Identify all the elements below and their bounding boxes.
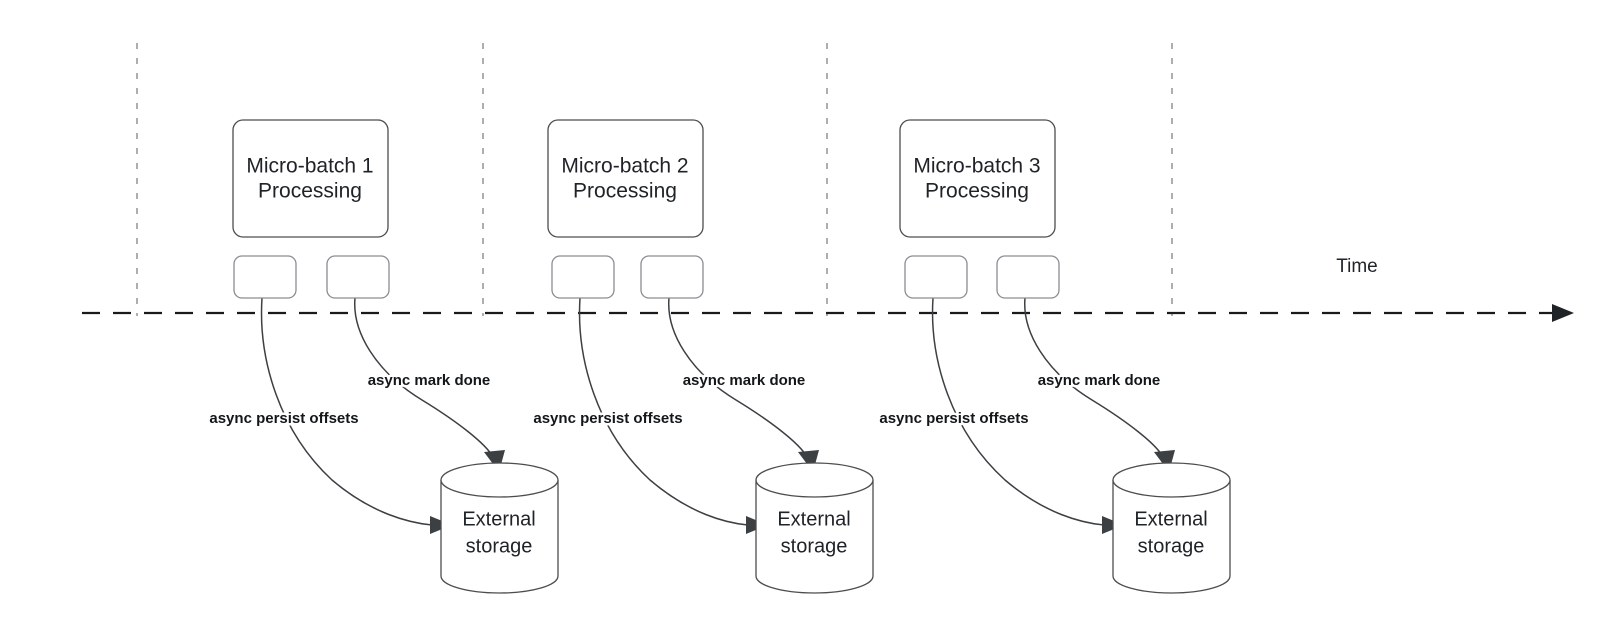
external-storage-1-label-line1: External [462,508,535,530]
external-storage-3[interactable]: External storage [1112,462,1231,594]
micro-batch-1-label-line2: Processing [258,180,362,203]
micro-batch-3-task-b[interactable] [996,255,1060,299]
micro-batch-2-label-line1: Micro-batch 2 [561,155,688,178]
micro-batch-1-task-b[interactable] [326,255,390,299]
persist-edge-3 [931,297,1105,526]
external-storage-3-top [1112,462,1231,498]
persist-edge-1 [260,297,433,526]
tick-divider-group [136,43,1173,316]
external-storage-2-label-line1: External [777,508,850,530]
micro-batch-1-box[interactable] [232,119,389,238]
micro-batch-3-label-line2: Processing [925,180,1029,203]
persist-edge-2 [578,297,749,526]
micro-batch-2-task-a[interactable] [551,255,615,299]
micro-batch-2-box[interactable] [547,119,704,238]
external-storage-2[interactable]: External storage [755,462,874,594]
external-storage-3-body [1112,480,1231,594]
micro-batch-1-task-a[interactable] [233,255,297,299]
micro-batch-2-group: Micro-batch 2 Processing External storag… [531,119,874,594]
time-axis-label: Time [1336,256,1378,277]
external-storage-3-label-line2: storage [1138,535,1205,557]
micro-batch-3-label-line1: Micro-batch 3 [913,155,1040,178]
time-arrowhead [1552,304,1574,322]
mark-edge-3 [1024,297,1164,458]
micro-batch-3-mark-label: async mark done [1038,372,1161,389]
micro-batch-2-label-line2: Processing [573,180,677,203]
external-storage-2-top [755,462,874,498]
external-storage-1-label-line2: storage [466,535,533,557]
micro-batch-2-mark-label: async mark done [683,372,806,389]
micro-batch-3-persist-label: async persist offsets [879,410,1028,427]
micro-batch-1-label-line1: Micro-batch 1 [246,155,373,178]
external-storage-2-label-line2: storage [781,535,848,557]
micro-batch-3-box[interactable] [899,119,1056,238]
external-storage-3-label-line1: External [1134,508,1207,530]
micro-batch-2-persist-label: async persist offsets [533,410,682,427]
external-storage-1[interactable]: External storage [440,462,559,594]
micro-batch-2-task-b[interactable] [640,255,704,299]
micro-batch-3-group: Micro-batch 3 Processing External storag… [877,119,1231,594]
external-storage-2-body [755,480,874,594]
external-storage-1-body [440,480,559,594]
timeline-axis: Time [82,256,1574,322]
micro-batch-1-mark-label: async mark done [368,372,491,389]
external-storage-1-top [440,462,559,498]
mark-edge-1 [354,297,494,458]
micro-batch-1-group: Micro-batch 1 Processing External storag… [207,119,559,594]
mark-edge-2 [668,297,808,458]
micro-batch-1-persist-label: async persist offsets [209,410,358,427]
micro-batch-3-task-a[interactable] [904,255,968,299]
